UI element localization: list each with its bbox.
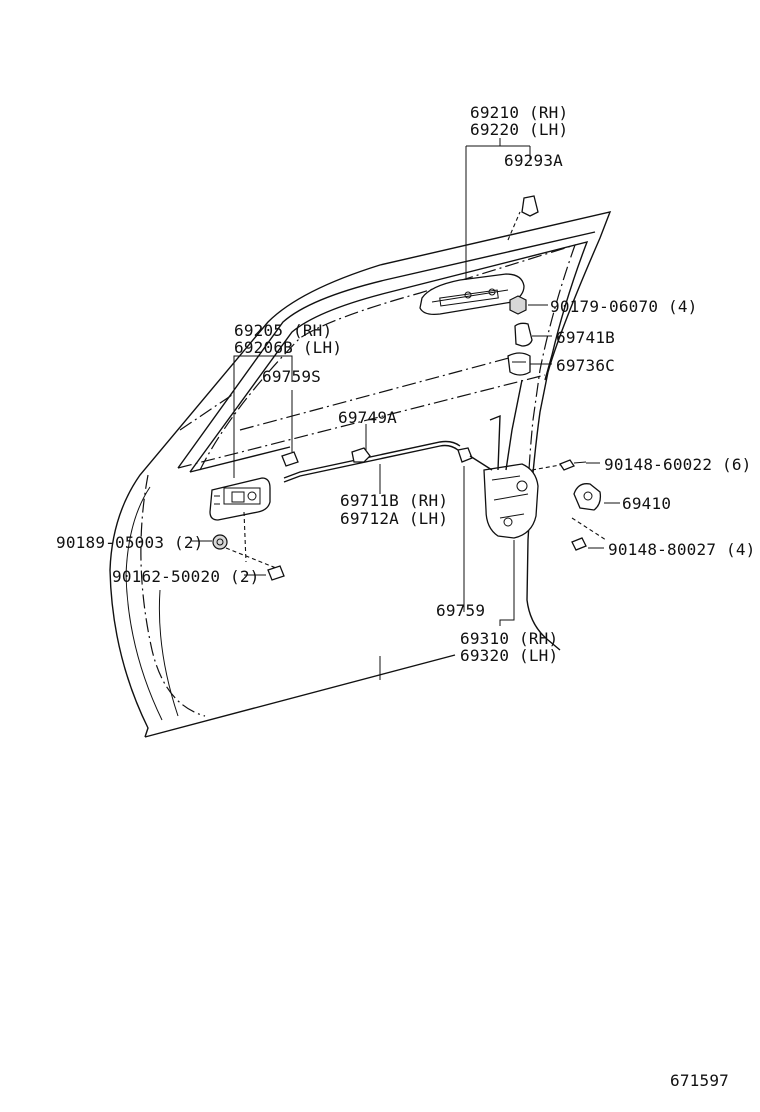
clip-69293A: [507, 195, 539, 241]
part-label-69736C: 69736C: [556, 356, 615, 375]
part-label-69310: 69310 (RH): [460, 629, 559, 648]
leader-lines: [192, 138, 620, 680]
part-label-90162-50020: 90162-50020 (2): [112, 567, 260, 586]
part-label-69293A: 69293A: [504, 151, 563, 170]
part-label-90179-06070: 90179-06070 (4): [550, 297, 698, 316]
screw-90162: [267, 565, 285, 581]
rod-assembly: [281, 440, 461, 494]
screw-90148-60022: [559, 459, 587, 471]
part-label-69320: 69320 (LH): [460, 646, 559, 665]
part-label-90148-80027: 90148-80027 (4): [608, 540, 756, 559]
part-label-69205: 69205 (RH): [234, 321, 333, 340]
part-label-69206B: 69206B (LH): [234, 338, 343, 357]
door-lock: [457, 379, 539, 539]
striker-69410: [573, 483, 602, 511]
part-label-69759: 69759: [436, 601, 486, 620]
part-label-69210: 69210 (RH): [470, 103, 569, 122]
part-label-69759S: 69759S: [262, 367, 321, 386]
cover-69736C: [507, 352, 531, 376]
window-frame: [177, 231, 596, 521]
nut-90179: [509, 295, 527, 315]
part-label-69410: 69410: [622, 494, 672, 513]
part-label-69711B: 69711B (RH): [340, 491, 449, 510]
part-label-69220: 69220 (LH): [470, 120, 569, 139]
figure-number: 671597: [670, 1071, 729, 1090]
part-label-69741B: 69741B: [556, 328, 615, 347]
part-label-90148-60022: 90148-60022 (6): [604, 455, 752, 474]
part-label-69749A: 69749A: [338, 408, 397, 427]
inside-handle: [209, 477, 271, 521]
part-label-90189-05003: 90189-05003 (2): [56, 533, 204, 552]
screw-90189: [212, 534, 228, 550]
part-label-69712A: 69712A (LH): [340, 509, 449, 528]
screw-90148-80027: [571, 537, 587, 551]
pad-69741B: [514, 322, 533, 347]
outside-handle: [419, 273, 525, 316]
